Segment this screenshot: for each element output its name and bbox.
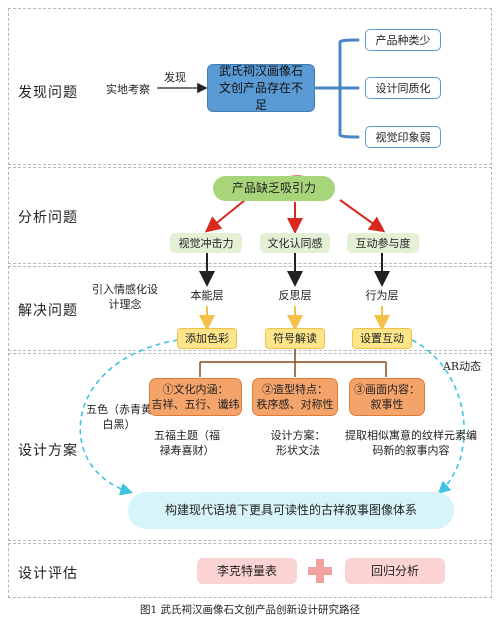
section-solve — [8, 266, 492, 351]
design-box-form: ②造型特点： 秩序感、对称性 — [252, 378, 338, 416]
factor-text-interact: 互动参与度 — [355, 236, 411, 250]
source-label: 实地考察 — [106, 83, 150, 96]
emotional-design-note: 引入情感化设计理念 — [92, 283, 158, 311]
factor-box-culture: 文化认同感 — [260, 233, 330, 253]
stage-label-evaluate: 设计评估 — [18, 566, 78, 582]
lack-appeal-text: 产品缺乏吸引力 — [231, 181, 316, 195]
design-box-form-body: 秩序感、对称性 — [256, 398, 334, 411]
section-discover — [8, 8, 492, 165]
design-box-culture-title: ①文化内涵： — [162, 383, 229, 396]
level-reflect: 反思层 — [278, 289, 312, 302]
action-text-color: 添加色彩 — [185, 332, 229, 345]
design-note-fortune: 五福主题（福禄寿喜财） — [154, 429, 220, 457]
likert-text: 李克特量表 — [216, 563, 277, 578]
regression-text: 回归分析 — [370, 563, 419, 578]
factor-box-interact: 互动参与度 — [347, 233, 419, 253]
red-arrow-visual — [204, 199, 246, 233]
action-box-color: 添加色彩 — [177, 328, 237, 349]
cyan-left-curve — [79, 339, 179, 496]
ar-dynamic-label: AR动态 — [442, 360, 482, 373]
issue-box-2: 设计同质化 — [365, 77, 441, 99]
stage-label-analyze: 分析问题 — [18, 210, 78, 226]
likert-box: 李克特量表 — [197, 558, 297, 584]
section-analyze — [8, 167, 492, 264]
issue-text-1: 产品种类少 — [375, 33, 431, 47]
plus-horizontal — [308, 567, 332, 575]
design-note-pattern: 提取相似寓意的纹样元素编码新的叙事内容 — [345, 429, 477, 457]
factor-box-visual: 视觉冲击力 — [170, 233, 242, 253]
factor-text-visual: 视觉冲击力 — [178, 236, 234, 250]
stage-label-solve: 解决问题 — [18, 303, 78, 319]
result-text: 构建现代语境下更具可读性的古祥叙事图像体系 — [164, 503, 417, 517]
bracket-to-issues — [314, 38, 360, 139]
issue-box-3: 视觉印象弱 — [365, 126, 441, 148]
level-behavior: 行为层 — [365, 289, 399, 302]
factor-text-culture: 文化认同感 — [267, 236, 323, 250]
main-problem-box: 武氏祠汉画像石文创产品存在不足 — [207, 64, 315, 112]
section-design — [8, 353, 492, 541]
stage-label-design: 设计方案 — [18, 443, 78, 459]
section-evaluate — [8, 543, 492, 598]
result-box: 构建现代语境下更具可读性的古祥叙事图像体系 — [128, 492, 454, 529]
design-box-culture-body: 吉祥、五行、谶纬 — [151, 398, 240, 411]
brown-bracket — [199, 349, 387, 377]
red-arrow-interact — [339, 199, 386, 233]
issue-text-2: 设计同质化 — [375, 81, 431, 95]
action-box-symbol: 符号解读 — [265, 328, 325, 349]
design-box-narrative-title: ③画面内容： — [354, 383, 420, 396]
design-box-narrative: ③画面内容： 叙事性 — [349, 378, 425, 416]
level-instinct: 本能层 — [190, 289, 224, 302]
design-box-form-title: ②造型特点： — [262, 383, 328, 396]
five-colors-note: 五色（赤青黄白黑） — [86, 403, 152, 431]
main-problem-text: 武氏祠汉画像石文创产品存在不足 — [218, 63, 303, 112]
action-text-interaction: 设置互动 — [360, 332, 404, 345]
design-note-shape: 设计方案：形状文法 — [270, 429, 326, 457]
issue-box-1: 产品种类少 — [365, 29, 441, 51]
discover-arrow-label: 发现 — [164, 71, 186, 84]
design-box-culture: ①文化内涵： 吉祥、五行、谶纬 — [149, 378, 242, 416]
stage-label-discover: 发现问题 — [18, 85, 78, 101]
cyan-right-curve — [411, 339, 465, 495]
figure-caption: 图1 武氏祠汉画像石文创产品创新设计研究路径 — [139, 604, 361, 616]
lack-appeal-box: 产品缺乏吸引力 — [213, 176, 335, 201]
action-box-interaction: 设置互动 — [352, 328, 412, 349]
regression-box: 回归分析 — [345, 558, 445, 584]
issue-text-3: 视觉印象弱 — [375, 130, 431, 144]
action-text-symbol: 符号解读 — [273, 332, 317, 345]
design-box-narrative-body: 叙事性 — [370, 398, 404, 411]
